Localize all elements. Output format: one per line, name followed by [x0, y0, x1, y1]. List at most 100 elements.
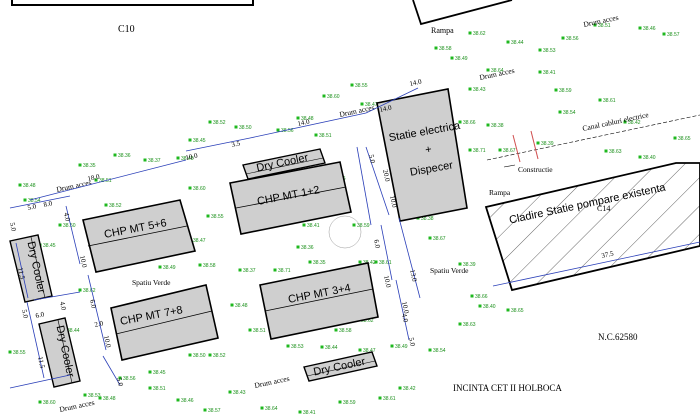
- dimension-label: 4.0: [58, 301, 68, 312]
- elevation-value: 38.53: [543, 48, 556, 54]
- elevation-point: 38.49: [158, 265, 176, 271]
- elevation-point: 38.61: [378, 396, 396, 402]
- chp-mt-3-4: CHP MT 3+4: [259, 262, 379, 340]
- elevation-value: 38.49: [455, 56, 468, 62]
- elevation-marker: [118, 376, 122, 380]
- elevation-value: 38.43: [233, 390, 246, 396]
- elevation-marker: [458, 262, 462, 266]
- elevation-point: 38.37: [143, 158, 161, 164]
- elevation-marker: [320, 345, 324, 349]
- statie-electrica-building: Statie electrica + Dispecer: [376, 88, 468, 222]
- elevation-marker: [338, 400, 342, 404]
- dimension-label: 11.5: [16, 267, 26, 281]
- elevation-value: 38.58: [203, 263, 216, 269]
- elevation-point: 38.63: [458, 322, 476, 328]
- elevation-point: 38.46: [638, 26, 656, 32]
- elevation-point: 38.42: [623, 120, 641, 126]
- dimension-label: 5.0: [27, 202, 38, 212]
- elevation-value: 38.50: [63, 223, 76, 229]
- dimension-label: 5.0: [8, 222, 18, 233]
- elevation-marker: [378, 396, 382, 400]
- elevation-point: 38.35: [308, 260, 326, 266]
- elevation-value: 38.53: [291, 344, 304, 350]
- elevation-point: 38.48: [296, 116, 314, 122]
- elevation-value: 38.52: [213, 120, 226, 126]
- elevation-marker: [358, 348, 362, 352]
- elevation-value: 38.45: [193, 138, 206, 144]
- elevation-point: 38.42: [398, 386, 416, 392]
- elevation-value: 38.63: [463, 322, 476, 328]
- dimension-label: 10.0: [185, 151, 199, 161]
- elevation-value: 38.51: [253, 328, 266, 334]
- elevation-point: 38.67: [428, 236, 446, 242]
- elevation-value: 38.36: [118, 153, 131, 159]
- elevation-point: 38.48: [98, 396, 116, 402]
- elevation-value: 38.49: [395, 344, 408, 350]
- elevation-point: 38.71: [468, 148, 486, 154]
- dimension-labels: 14.014.014.010.03.518.08.04.05.020.010.0…: [8, 77, 615, 387]
- elevation-point: 38.49: [450, 56, 468, 62]
- elevation-point: 38.55: [8, 350, 26, 356]
- elevation-marker: [113, 153, 117, 157]
- spatiu-verde-label: Spatiu Verde: [430, 266, 469, 275]
- chp-mt-5-6: CHP MT 5+6: [82, 199, 197, 273]
- elevation-value: 38.61: [603, 98, 616, 104]
- elevation-value: 38.66: [463, 120, 476, 126]
- elevation-point: 38.36: [113, 153, 131, 159]
- elevation-value: 38.60: [327, 94, 340, 100]
- dry-cooler-bottom: Dry Cooler: [303, 351, 378, 382]
- elevation-marker: [638, 26, 642, 30]
- red-marker: [512, 134, 521, 163]
- elevation-marker: [23, 198, 27, 202]
- rampa-label-2: Rampa: [489, 188, 511, 197]
- c14-label: C14: [597, 204, 610, 213]
- dimension-label: 10.0: [388, 195, 398, 209]
- drum-acces-label: Drum acces: [254, 374, 291, 390]
- dimension-label: 2.0: [94, 319, 105, 329]
- elevation-value: 38.51: [319, 133, 332, 139]
- elevation-point: 38.55: [206, 214, 224, 220]
- elevation-marker: [450, 56, 454, 60]
- elevation-marker: [58, 223, 62, 227]
- constructie-leader: [503, 164, 516, 168]
- elevation-marker: [374, 260, 378, 264]
- elevation-marker: [230, 303, 234, 307]
- elevation-value: 38.71: [278, 268, 291, 274]
- elevation-value: 38.54: [433, 348, 446, 354]
- dimension-label: 6.0: [35, 310, 46, 320]
- elevation-marker: [468, 87, 472, 91]
- elevation-marker: [248, 328, 252, 332]
- elevation-marker: [208, 120, 212, 124]
- elevation-value: 38.50: [239, 125, 252, 131]
- elevation-marker: [198, 263, 202, 267]
- elevation-marker: [334, 328, 338, 332]
- building-c10: C10: [11, 0, 254, 35]
- elevation-marker: [486, 68, 490, 72]
- elevation-value: 38.52: [109, 203, 122, 209]
- elevation-marker: [298, 410, 302, 414]
- elevation-marker: [538, 70, 542, 74]
- elevation-marker: [604, 149, 608, 153]
- elevation-value: 38.41: [543, 70, 556, 76]
- elevation-marker: [78, 288, 82, 292]
- elevation-value: 38.62: [83, 288, 96, 294]
- elevation-marker: [83, 393, 87, 397]
- elevation-value: 38.39: [463, 262, 476, 268]
- elevation-marker: [208, 353, 212, 357]
- elevation-point: 38.43: [228, 390, 246, 396]
- elevation-value: 38.40: [643, 155, 656, 161]
- dimension-label: 10.0: [78, 255, 88, 269]
- elevation-point: 38.67: [498, 148, 516, 154]
- elevation-marker: [176, 156, 180, 160]
- elevation-marker: [188, 138, 192, 142]
- elevation-value: 38.47: [363, 348, 376, 354]
- elevation-value: 38.65: [678, 136, 691, 142]
- dimension-label: 14.0: [297, 117, 311, 127]
- elevation-point: 38.43: [468, 87, 486, 93]
- elevation-value: 38.61: [379, 260, 392, 266]
- elevation-value: 38.39: [541, 141, 554, 147]
- elevation-marker: [350, 83, 354, 87]
- elevation-value: 38.37: [148, 158, 161, 164]
- elevation-marker: [104, 203, 108, 207]
- elevation-marker: [148, 370, 152, 374]
